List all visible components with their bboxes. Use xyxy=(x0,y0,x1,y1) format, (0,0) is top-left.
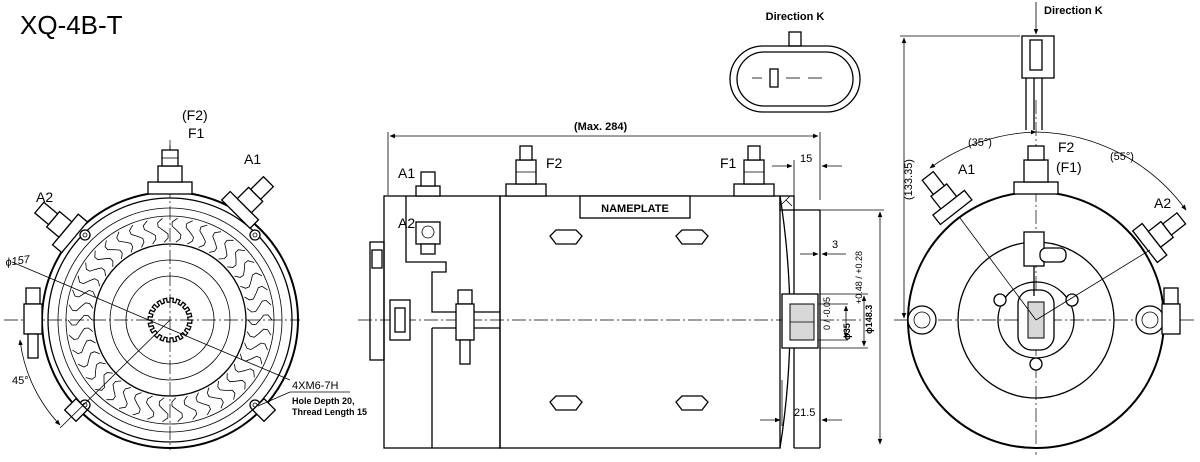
rear-terminal-a2 xyxy=(1131,211,1187,264)
rear-terminal-a1 xyxy=(921,170,973,226)
side-label-a1: A1 xyxy=(398,165,415,181)
rear-direction-label: Direction K xyxy=(1044,5,1103,17)
rear-label-f1-alt: (F1) xyxy=(1056,159,1082,175)
side-label-a2: A2 xyxy=(398,215,415,231)
label-angle: 45° xyxy=(12,375,29,387)
dim-148-3-tol: +0.48 / +0.28 xyxy=(854,251,864,304)
label-diameter: ϕ157 xyxy=(5,254,32,269)
terminal-a2-stud xyxy=(33,201,89,254)
terminal-a1-stud xyxy=(220,175,275,230)
rear-terminal-f2 xyxy=(1013,145,1059,195)
side-label-f1: F1 xyxy=(720,155,737,171)
rear-view: Direction K (133.35) (35°) (55°) xyxy=(894,2,1196,455)
side-terminal-a2 xyxy=(415,221,441,255)
model-title: XQ-4B-T xyxy=(20,10,123,40)
rear-side-bolt xyxy=(1161,287,1181,335)
rear-height-dim: (133.35) xyxy=(903,159,915,200)
side-terminal-a1 xyxy=(415,171,441,197)
side-terminal-f1 xyxy=(733,145,775,197)
side-label-f2: F2 xyxy=(546,155,563,171)
rear-label-a1: A1 xyxy=(958,161,975,177)
terminal-f1-stud xyxy=(147,145,193,195)
label-f1: F1 xyxy=(188,125,205,141)
side-bolt xyxy=(23,287,43,359)
dim-15: 15 xyxy=(800,153,812,165)
body-bosses xyxy=(549,229,709,411)
dim-35: ϕ35 xyxy=(842,323,852,340)
rear-label-a2: A2 xyxy=(1154,195,1171,211)
side-mid-bolt xyxy=(455,289,475,365)
side-left-connector xyxy=(371,249,383,269)
front-view: (F2) F1 A1 A2 ϕ157 45° 4XM6-7H Hole Dept… xyxy=(4,107,367,450)
label-mount-hole: 4XM6-7H xyxy=(292,380,339,392)
label-hole-note-1: Hole Depth 20, xyxy=(292,396,355,406)
rear-angle-right: (55°) xyxy=(1110,151,1134,163)
label-a1: A1 xyxy=(244,151,261,167)
rear-angle-left: (35°) xyxy=(968,137,992,149)
label-f2-alt: (F2) xyxy=(182,107,208,123)
nameplate-label: NAMEPLATE xyxy=(601,203,669,215)
label-a2: A2 xyxy=(36,189,53,205)
side-terminal-f2 xyxy=(505,145,547,197)
side-view: (Max. 284) NAMEPLATE xyxy=(358,121,884,449)
label-hole-note-2: Thread Length 15 xyxy=(292,407,367,417)
armature-windings xyxy=(67,217,273,423)
connector-direction-label: Direction K xyxy=(766,11,825,23)
dim-3: 3 xyxy=(832,239,838,251)
dim-148-3: ϕ148.3 xyxy=(864,305,874,334)
dim-max-length: (Max. 284) xyxy=(574,121,628,133)
dim-21-5: 21.5 xyxy=(794,407,815,419)
connector-view: Direction K xyxy=(729,11,861,113)
dim-35-tol: 0 / -0.05 xyxy=(822,297,832,330)
rear-label-f2: F2 xyxy=(1058,139,1075,155)
bottom-bolts xyxy=(63,397,277,423)
